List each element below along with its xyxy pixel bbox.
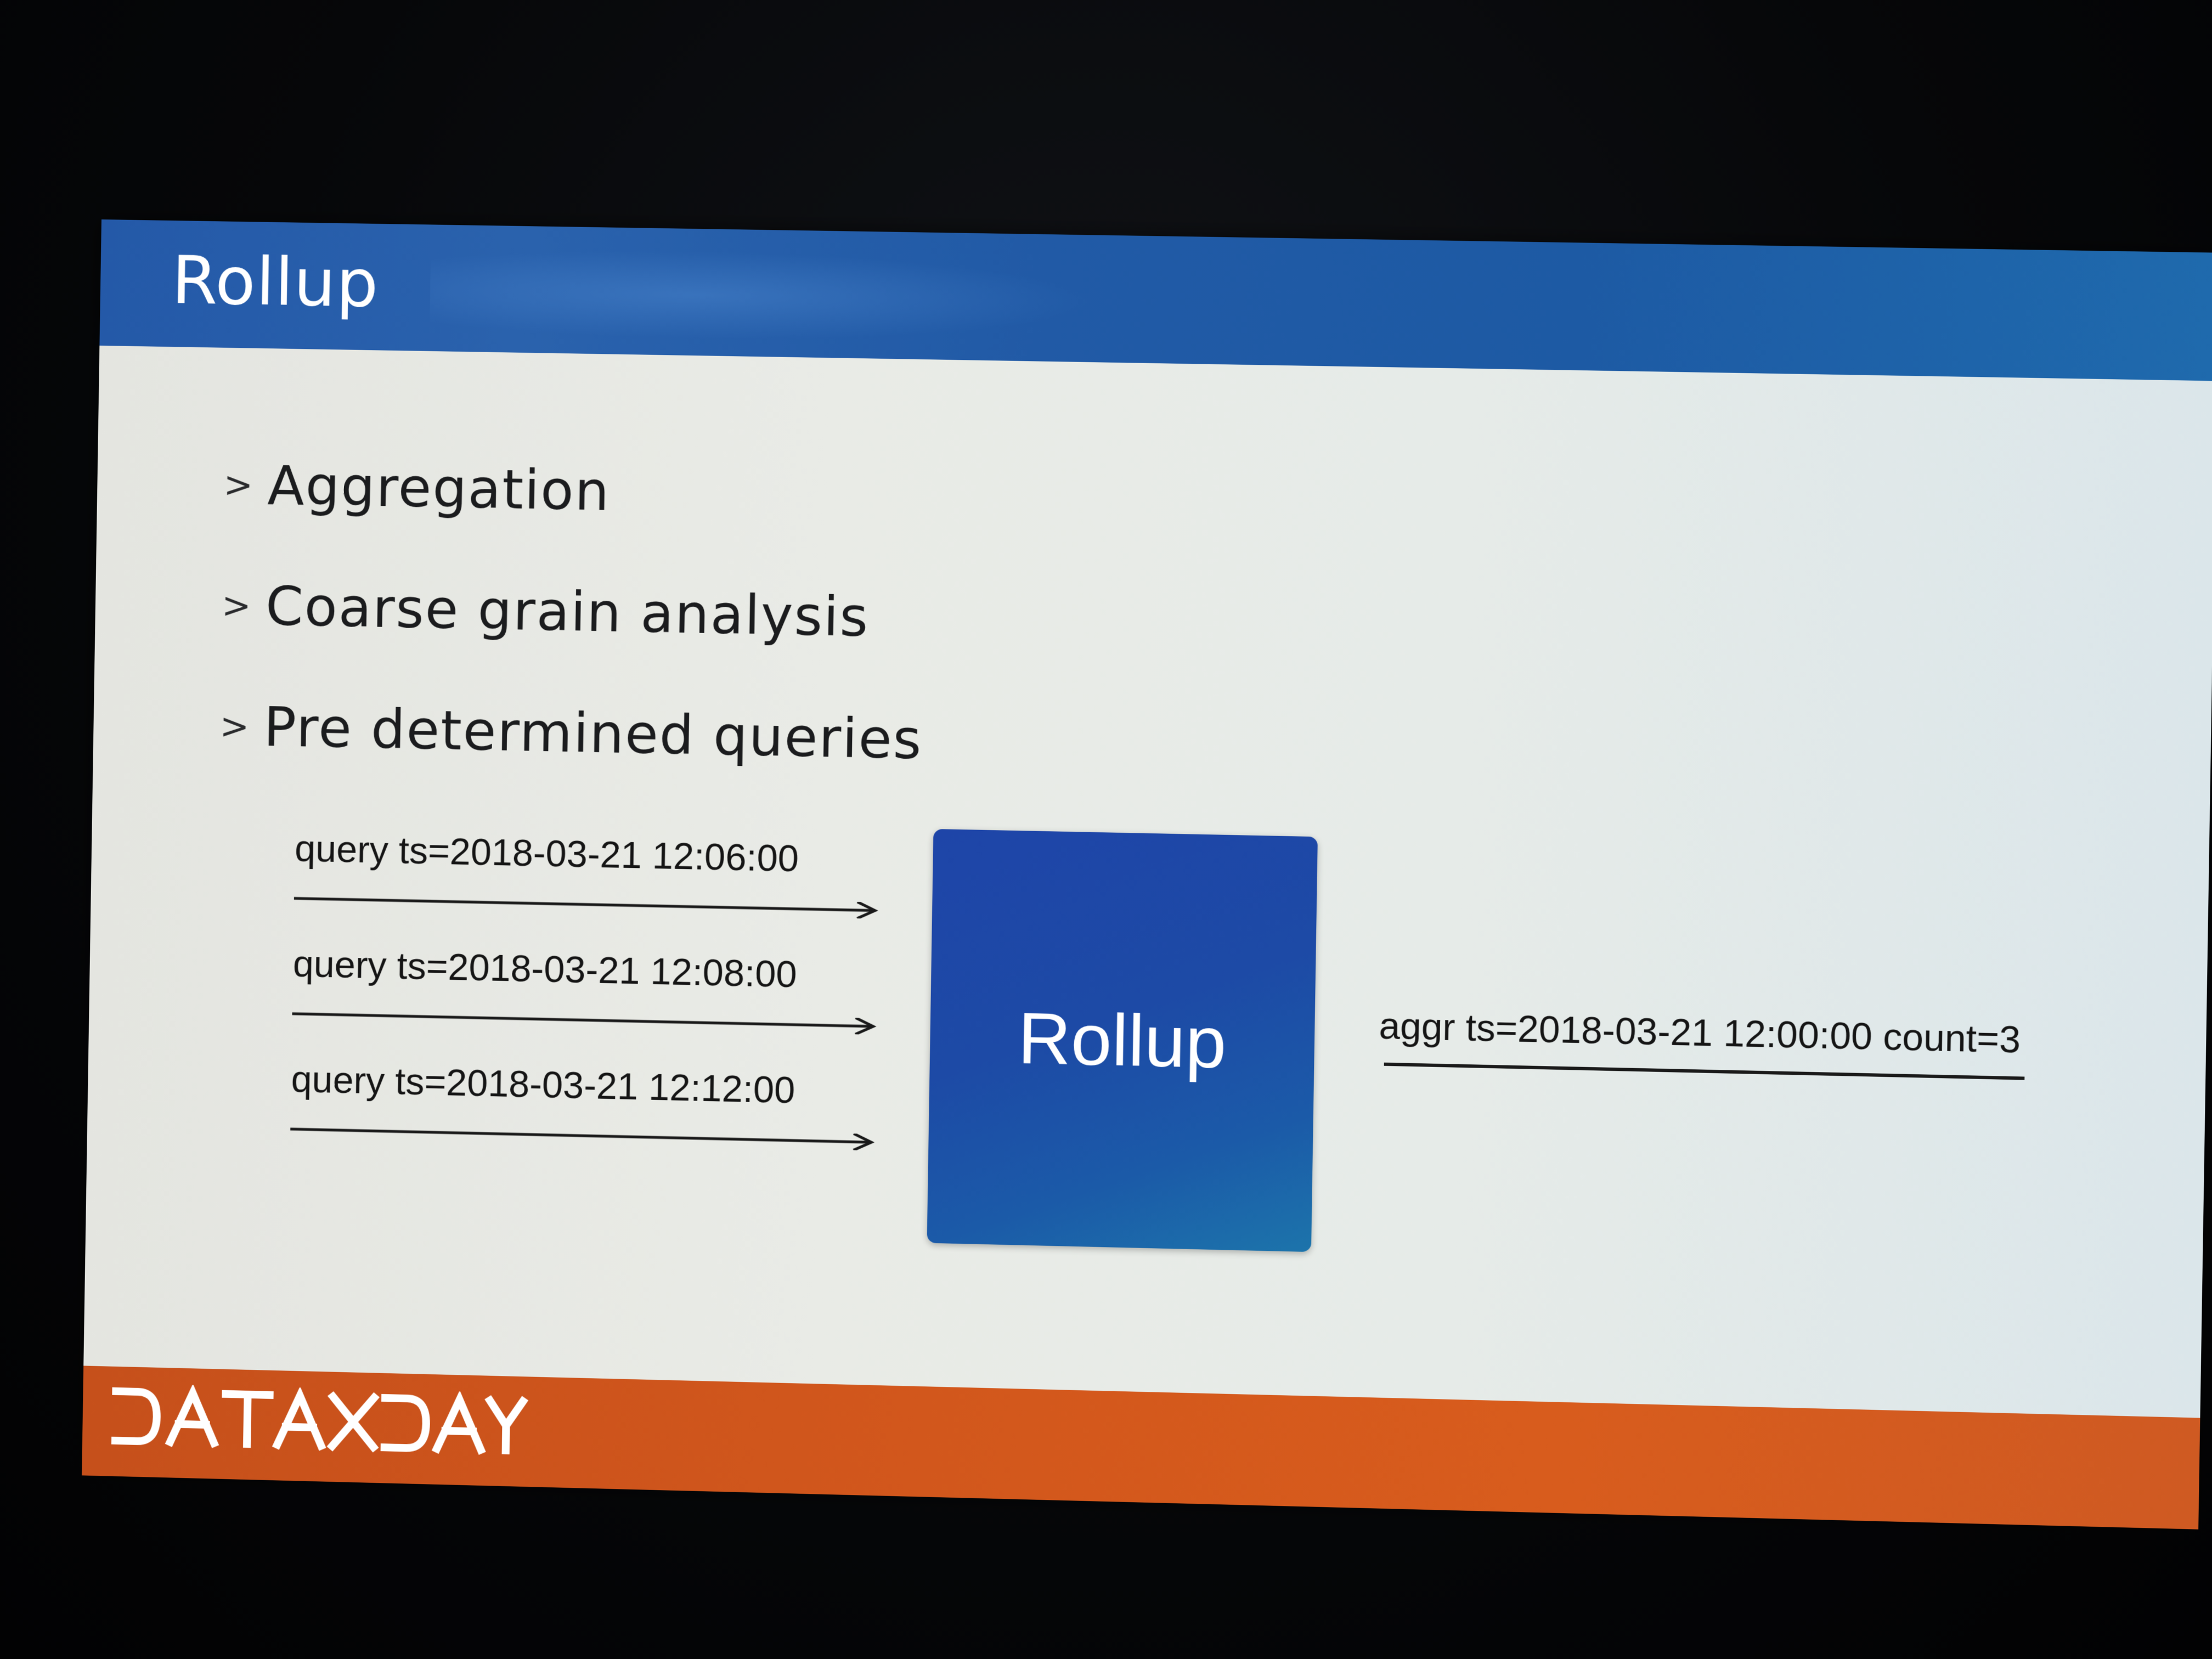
query-label: query ts=2018-03-21 12:08:00 xyxy=(292,943,798,996)
output-line xyxy=(1384,1062,2025,1080)
header-glow xyxy=(429,246,1096,346)
rollup-box-label: Rollup xyxy=(1017,997,1227,1084)
query-label: query ts=2018-03-21 12:12:00 xyxy=(291,1058,795,1111)
projection-screen: Rollup > Aggregation > Coarse grain anal… xyxy=(82,219,2212,1530)
bullet-marker: > xyxy=(221,585,252,627)
bullet-item: > Aggregation xyxy=(223,425,1444,568)
query-label: query ts=2018-03-21 12:06:00 xyxy=(294,827,799,880)
dataxday-logo xyxy=(110,1383,529,1459)
bullet-list: > Aggregation > Coarse grain analysis > … xyxy=(219,425,1444,811)
slide-title: Rollup xyxy=(171,242,380,323)
right-arrow-icon xyxy=(292,1006,878,1035)
bullet-text: Coarse grain analysis xyxy=(265,575,870,650)
bullet-marker: > xyxy=(223,464,253,506)
bullet-item: > Coarse grain analysis xyxy=(221,545,1442,690)
query-row: query ts=2018-03-21 12:12:00 xyxy=(291,1058,888,1071)
right-arrow-icon xyxy=(290,1121,876,1150)
rollup-diagram: query ts=2018-03-21 12:06:00 query ts=20… xyxy=(84,812,2209,1357)
query-row: query ts=2018-03-21 12:08:00 xyxy=(294,943,890,955)
query-row: query ts=2018-03-21 12:06:00 xyxy=(295,827,891,839)
rollup-box: Rollup xyxy=(927,828,1318,1252)
aggregate-output-label: aggr ts=2018-03-21 12:00:00 count=3 xyxy=(1379,1005,2021,1061)
bullet-item: > Pre determined queries xyxy=(219,666,1441,811)
right-arrow-icon xyxy=(294,890,880,918)
bullet-marker: > xyxy=(219,706,250,748)
bullet-text: Aggregation xyxy=(267,454,611,523)
bullet-text: Pre determined queries xyxy=(263,696,923,772)
